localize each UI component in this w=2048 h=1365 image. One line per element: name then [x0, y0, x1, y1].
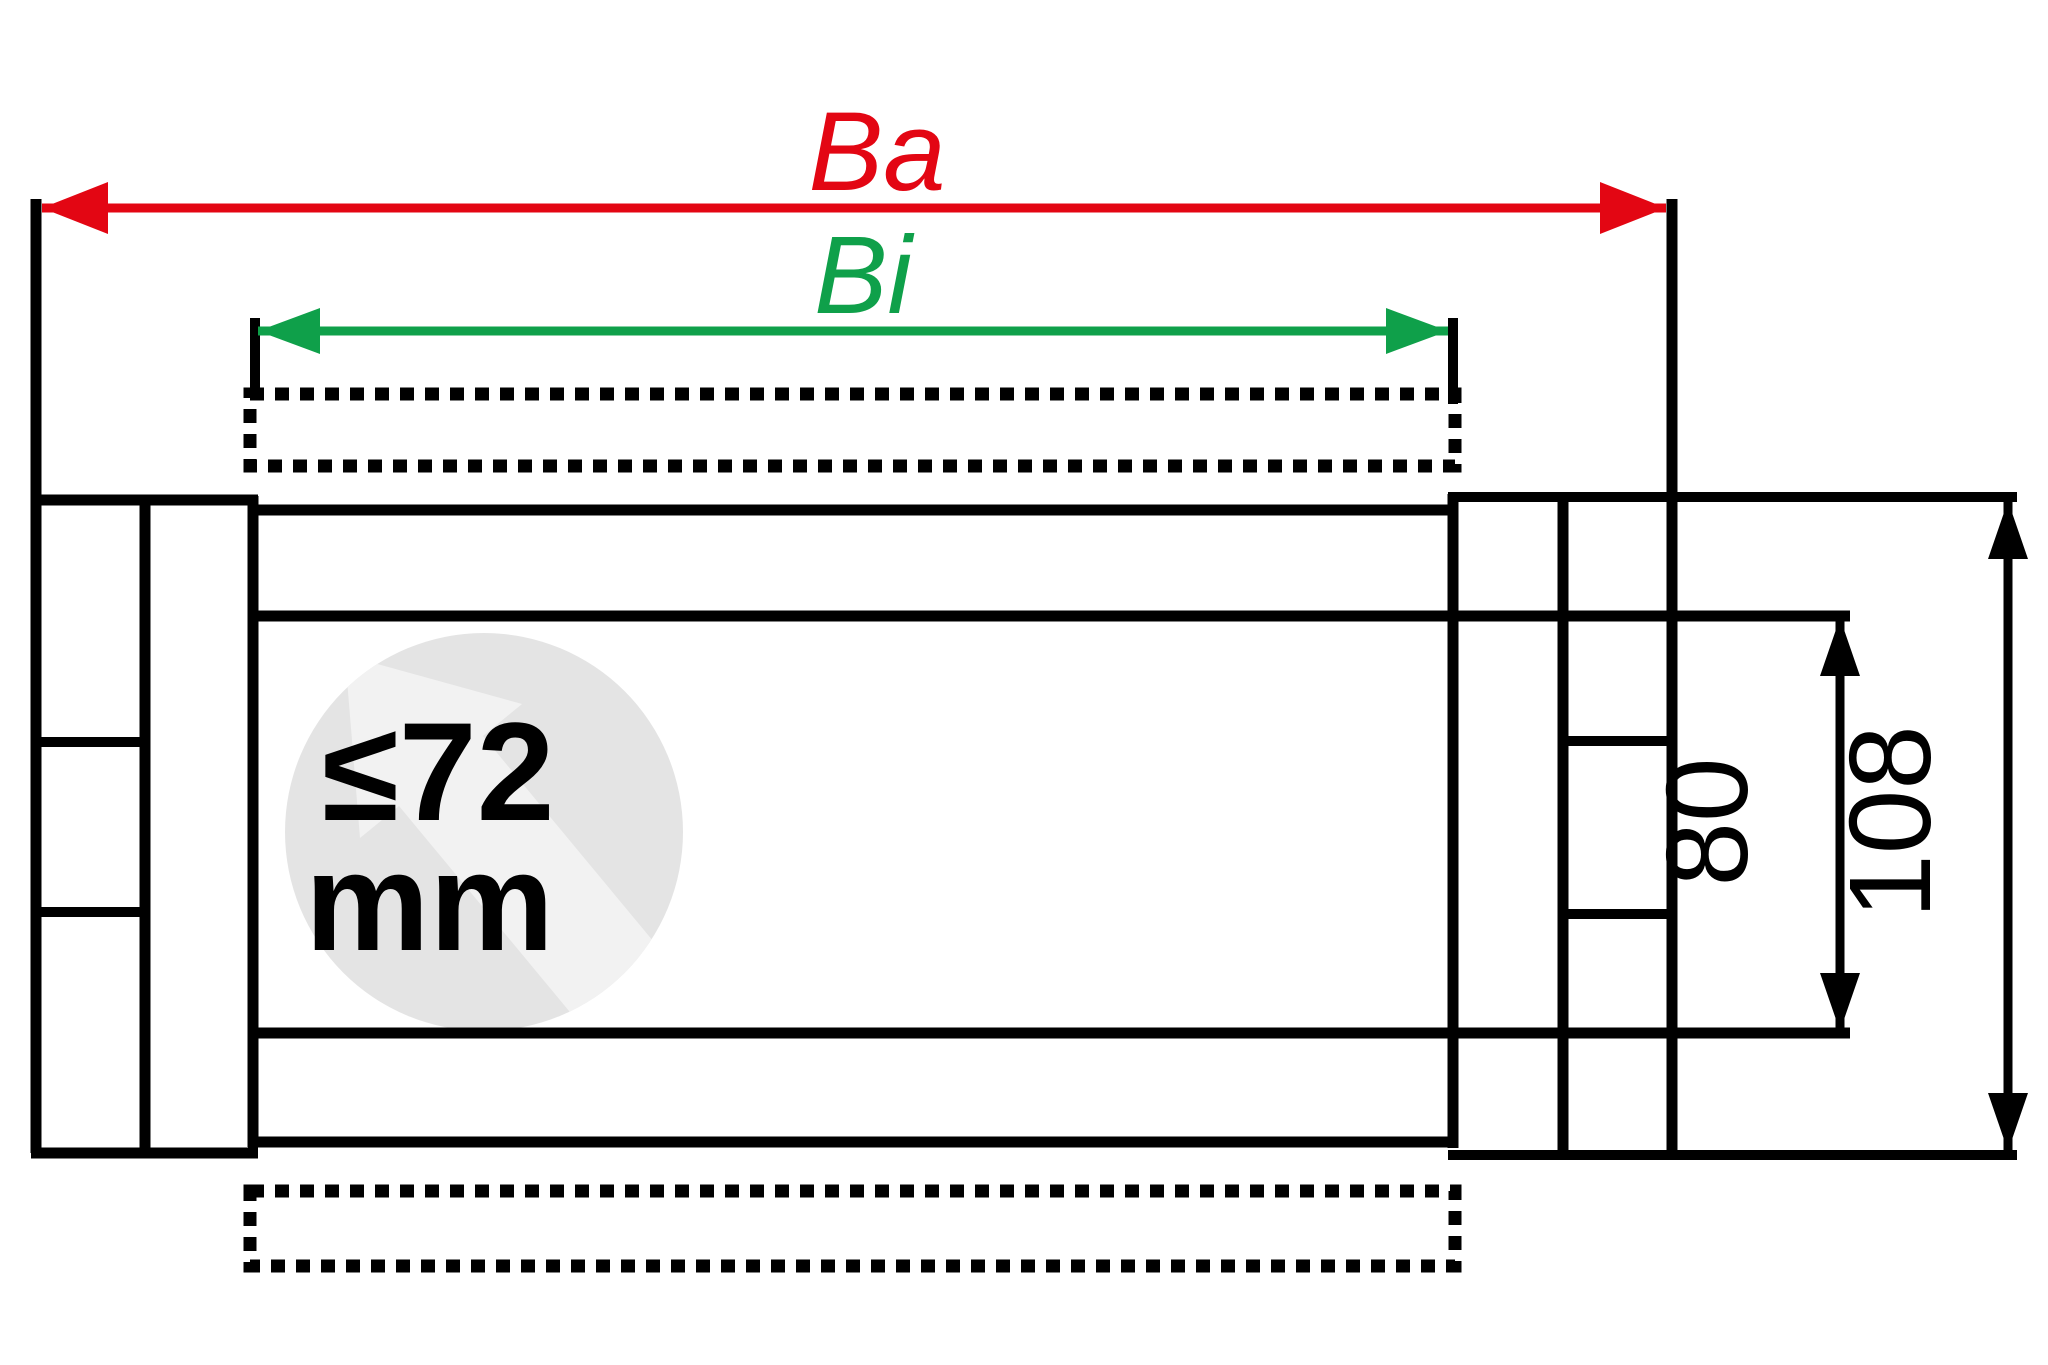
inner-height-arrowhead-end — [1820, 973, 1860, 1031]
inner-width-arrowhead-end — [1386, 308, 1448, 354]
inner-width-arrowhead-start — [258, 308, 320, 354]
bore-diameter-label-line1: ≤72 — [322, 693, 555, 850]
outer-width-arrowhead-end — [1600, 182, 1666, 234]
inner-height-dimension-label: 80 — [1642, 757, 1772, 886]
inner-width-dimension-label: Bi — [814, 214, 914, 337]
inner-height-arrowhead-start — [1820, 618, 1860, 676]
outer-width-arrowhead-start — [42, 182, 108, 234]
watermark-arrow-icon — [345, 655, 683, 1031]
bore-diameter-label-line2: mm — [305, 823, 554, 980]
bottom-crossbar-open-position — [243, 1184, 1462, 1273]
outer-width-dimension-label: Ba — [809, 89, 946, 214]
top-crossbar-open-position — [243, 387, 1462, 473]
outer-height-arrowhead-start — [1988, 501, 2028, 559]
outer-height-dimension-label: 108 — [1825, 725, 1955, 919]
outer-height-arrowhead-end — [1988, 1093, 2028, 1151]
